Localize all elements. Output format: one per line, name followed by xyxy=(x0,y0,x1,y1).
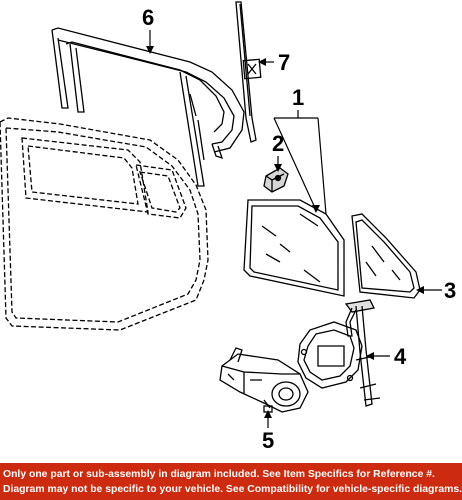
callout-3: 3 xyxy=(444,278,456,303)
door-outline xyxy=(0,117,209,331)
disclaimer-line-2: Diagram may not be specific to your vehi… xyxy=(3,484,462,495)
door-glass xyxy=(243,199,345,297)
callout-7: 7 xyxy=(278,50,290,75)
clip-part xyxy=(263,167,289,193)
glass-run-channel xyxy=(51,27,245,187)
leader-arrowheads xyxy=(146,46,424,418)
callout-4: 4 xyxy=(394,344,407,369)
callout-6: 6 xyxy=(142,5,154,30)
regulator-motor xyxy=(219,347,309,413)
parts-diagram: 1 2 3 4 5 6 7 xyxy=(0,1,456,453)
callout-2: 2 xyxy=(272,131,284,156)
disclaimer-line-1: Only one part or sub-assembly in diagram… xyxy=(3,469,435,480)
disclaimer-banner: Only one part or sub-assembly in diagram… xyxy=(0,463,462,500)
window-regulator xyxy=(297,299,381,407)
rear-channel xyxy=(235,1,262,143)
quarter-glass xyxy=(351,213,421,299)
leader-1 xyxy=(273,110,327,215)
callout-5: 5 xyxy=(262,428,274,453)
callout-1: 1 xyxy=(292,85,304,110)
